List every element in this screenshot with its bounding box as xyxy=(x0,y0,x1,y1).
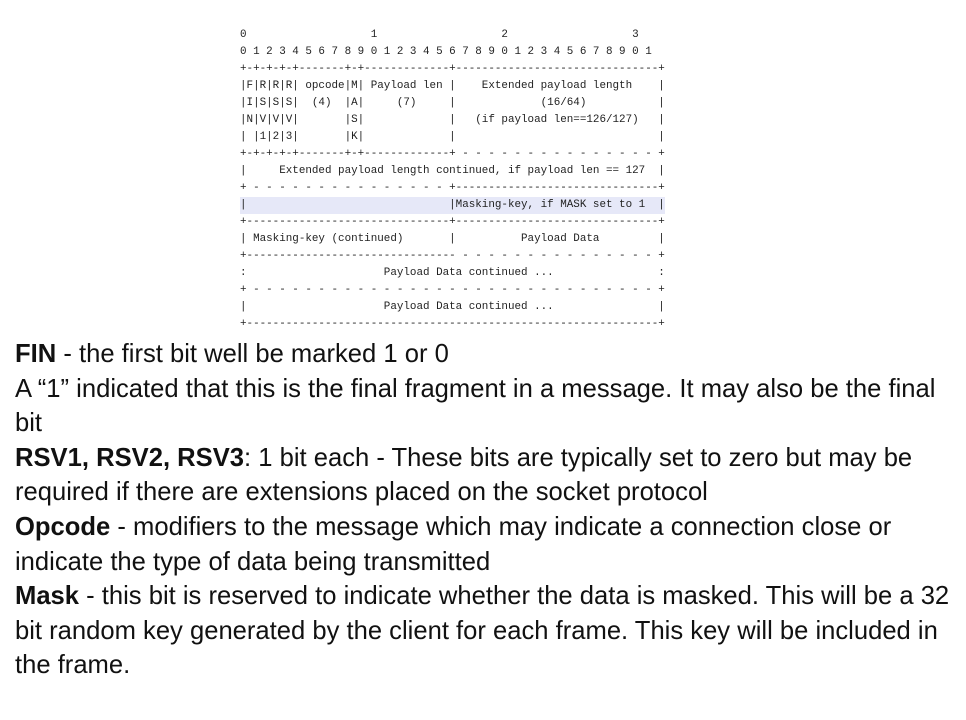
diagram-line: +-+-+-+-+-------+-+-------------+-------… xyxy=(240,63,665,75)
diagram-line: | Payload Data continued ... | xyxy=(240,301,665,313)
fin-detail: A “1” indicated that this is the final f… xyxy=(15,372,960,441)
diagram-line-highlighted: | |Masking-key, if MASK set to 1 | xyxy=(240,197,665,214)
websocket-frame-diagram: 0 1 2 3 0 1 2 3 4 5 6 7 8 9 0 1 2 3 4 5 6… xyxy=(240,27,665,333)
mask-text: - this bit is reserved to indicate wheth… xyxy=(15,582,950,680)
field-descriptions: FIN - the first bit well be marked 1 or … xyxy=(15,337,960,683)
diagram-line: +-+-+-+-+-------+-+-------------+ - - - … xyxy=(240,148,665,160)
diagram-line: | Masking-key (continued) | Payload Data… xyxy=(240,233,665,245)
diagram-line: + - - - - - - - - - - - - - - - - - - - … xyxy=(240,284,665,296)
diagram-line: 0 1 2 3 xyxy=(240,29,639,41)
diagram-line: +-------------------------------+-------… xyxy=(240,216,665,228)
mask-description: Mask - this bit is reserved to indicate … xyxy=(15,579,960,683)
diagram-line: +---------------------------------------… xyxy=(240,318,665,330)
diagram-line: +-------------------------------- - - - … xyxy=(240,250,665,262)
diagram-line: | Extended payload length continued, if … xyxy=(240,165,665,177)
diagram-line: |N|V|V|V| |S| | (if payload len==126/127… xyxy=(240,114,665,126)
rsv-text: : 1 bit each - These bits are typically … xyxy=(15,443,913,507)
fin-text: - the first bit well be marked 1 or 0 xyxy=(56,340,449,368)
rsv-description: RSV1, RSV2, RSV3: 1 bit each - These bit… xyxy=(15,441,960,510)
opcode-term: Opcode xyxy=(15,512,111,541)
diagram-line: |F|R|R|R| opcode|M| Payload len | Extend… xyxy=(240,80,665,92)
fin-term: FIN xyxy=(15,340,57,368)
diagram-line: + - - - - - - - - - - - - - - - +-------… xyxy=(240,182,665,194)
opcode-description: Opcode - modifiers to the message which … xyxy=(15,510,960,579)
fin-description: FIN - the first bit well be marked 1 or … xyxy=(15,337,960,372)
diagram-line: : Payload Data continued ... : xyxy=(240,267,665,279)
fin-detail-text: A “1” indicated that this is the final f… xyxy=(15,374,936,438)
diagram-line: 0 1 2 3 4 5 6 7 8 9 0 1 2 3 4 5 6 7 8 9 … xyxy=(240,46,652,58)
diagram-line: | |1|2|3| |K| | | xyxy=(240,131,665,143)
mask-term: Mask xyxy=(15,582,80,611)
rsv-term: RSV1, RSV2, RSV3 xyxy=(15,443,245,472)
diagram-line: |I|S|S|S| (4) |A| (7) | (16/64) | xyxy=(240,97,665,109)
opcode-text: - modifiers to the message which may ind… xyxy=(15,512,892,576)
